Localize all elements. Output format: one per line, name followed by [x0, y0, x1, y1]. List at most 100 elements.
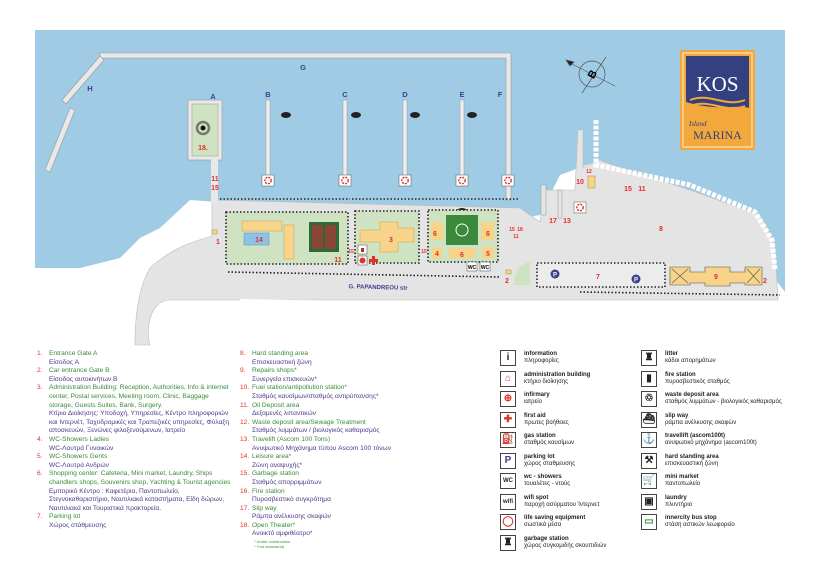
icon-legend-greek: πρωτες βοήθειες: [524, 419, 569, 426]
legend-english: Slip way: [252, 504, 277, 512]
gas-station-icon: ⛽: [500, 432, 516, 448]
icon-legend-greek: χώρος συγκομιδής σκουπιδιών: [524, 542, 607, 549]
fuel-station: [587, 175, 596, 189]
icon-legend-greek: στάση αστικών λεωφορείο: [665, 522, 735, 528]
icon-legend-english: information: [524, 351, 557, 357]
marker-14: 14: [255, 237, 263, 244]
rock-breakwater: [593, 120, 778, 271]
legend-item: 6.Shopping center: Cafeteria, Mini marke…: [37, 470, 232, 513]
wc-icon-label-2: WC: [481, 265, 490, 271]
marker-5: 5: [486, 251, 490, 258]
icon-legend-english: wifi spot: [524, 494, 549, 501]
icon-legend-greek: ιατρείο: [524, 399, 542, 405]
legend-english: Fuel station/antipollution station*: [252, 384, 347, 392]
icon-legend-english: waste deposit area: [665, 392, 719, 398]
icon-legend-greek: σταθμός καυσίμων: [524, 440, 575, 446]
icon-legend-english: slip way: [665, 412, 689, 419]
gate-b-marker: [505, 269, 512, 275]
icon-legend-greek: κτήριο διοίκησης: [524, 378, 569, 385]
admin-building-icon: ⌂: [500, 370, 516, 387]
icon-legend-greek: ράμπα ανέλκυσης σκαφών: [665, 419, 737, 426]
wc-icon: [466, 261, 478, 272]
swimming-pool: [243, 232, 270, 246]
shopping-cart-icon: 🛒: [641, 473, 657, 489]
marker-15e: 15: [624, 186, 632, 193]
icon-legend-greek: πλυντήριο: [665, 501, 693, 508]
legend-english: Hard standing area: [252, 350, 309, 357]
icon-legend-english: life saving equipment: [524, 515, 586, 521]
legend-item: 14.Leisure area*Ζώνη αναψυχής*: [240, 453, 470, 470]
litter-icon: ♜: [641, 350, 657, 366]
pier-c: [342, 99, 348, 186]
legend-number: 10.: [240, 384, 250, 392]
tennis-court-2: [325, 225, 336, 249]
pier-label-d: D: [402, 90, 408, 99]
shop-building-6b: [481, 222, 494, 240]
icon-legend-english: laundry: [665, 494, 687, 501]
legend-greek: Κτίριο Διοίκησης: Υποδοχή, Υπηρεσίες, Κέ…: [49, 410, 230, 435]
icon-legend-greek: παροχή ασύρματου Ίντερνετ: [524, 501, 600, 508]
marker-11c: 11: [513, 234, 519, 240]
wrench-icon: ⚒: [641, 452, 657, 469]
parking-icon-label-2: P: [634, 278, 638, 284]
breakwater-h: [44, 55, 105, 173]
legend-greek: Σταθμός απορριμμάτων: [252, 478, 322, 486]
legend-number: 2.: [37, 367, 43, 375]
logo-subtitle: Island: [688, 120, 707, 128]
logo-title: KOS: [696, 72, 738, 96]
marker-2: 2: [505, 278, 509, 285]
legend-number: 11.: [240, 401, 249, 409]
first-aid-icon: ✚: [500, 411, 516, 428]
info-icon: i: [500, 350, 516, 366]
marker-15d: 15: [509, 227, 515, 233]
life-ring-icon: ◯: [500, 514, 516, 530]
legend-english: Car entrance Gate B: [49, 367, 110, 375]
legend-number: 7.: [37, 513, 43, 521]
wifi-icon: wifi: [500, 493, 516, 510]
legend-item: 13.Travelift (Ascom 100 Tons)Ανυψωτικό Μ…: [240, 436, 470, 453]
icon-legend-greek: επισκευαστική ζώνη: [665, 460, 718, 467]
pier-label-b: B: [265, 90, 271, 99]
marker-18: 18.: [198, 145, 208, 152]
icon-legend-english: infirmary: [524, 392, 550, 398]
logo-name: MARINA: [693, 128, 742, 142]
pier-a-stem: [211, 158, 218, 203]
icon-legend-english: garbage station: [524, 535, 569, 542]
recycle-icon: ♲: [641, 391, 657, 407]
marker-6c: 6: [460, 252, 464, 259]
administration-building: [359, 221, 415, 253]
theater-center-icon: [200, 125, 206, 131]
icon-legend-greek: πληροφορίες: [524, 358, 559, 364]
pier-label-c: C: [342, 90, 348, 99]
legend-english: Repairs shops*: [252, 367, 297, 375]
parking-icon-label: P: [553, 273, 557, 279]
wc-icon: WC: [500, 473, 516, 489]
icon-legend-item: ⚓travellift (ascom100t)ανυψωτικό μηχάνημ…: [641, 432, 791, 450]
icon-legend-greek: ανυψωτικό μηχάνημα (ascom100t): [665, 440, 757, 446]
shop-building-6c: [449, 248, 475, 258]
icon-legend-greek: κάδοι απορημάτων: [665, 358, 716, 364]
icon-legend-english: mini market: [665, 474, 699, 480]
legend-number: 9.: [240, 367, 246, 375]
legend-note: * Under construction: [254, 539, 291, 545]
legend-greek: Ανυψωτικό Μηχάνημα τύπου Ascom 100 τόνων: [252, 444, 391, 452]
marker-13: 13: [563, 218, 571, 225]
legend-english: Administration Building: Reception, Auth…: [49, 384, 229, 409]
fountain: [455, 223, 469, 237]
icon-legend-english: fire station: [665, 371, 696, 378]
leisure-building-2: [283, 224, 295, 260]
